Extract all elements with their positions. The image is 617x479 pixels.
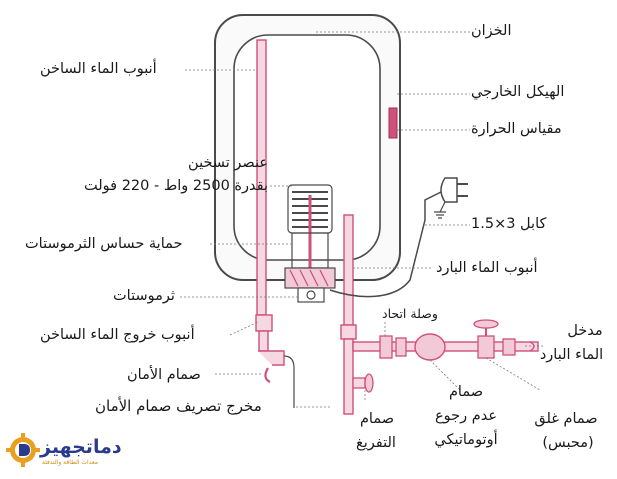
label-hot-pipe: أنبوب الماء الساخن (40, 61, 157, 77)
label-cable: كابل 3×1.5 (471, 216, 547, 232)
leader-lines (180, 31, 545, 408)
label-thermostat: ثرموستات (113, 288, 175, 304)
label-heating-element-1: عنصر تسخين (188, 155, 268, 171)
label-safety-drain: مخرج تصريف صمام الأمان (95, 397, 262, 415)
temperature-gauge (388, 107, 398, 139)
power-plug (434, 177, 468, 219)
label-cold-inlet-1: مدخل (567, 323, 603, 339)
power-cable (329, 189, 446, 298)
label-union: وصلة اتحاد (382, 306, 438, 321)
label-safety-valve: صمام الأمان (127, 367, 201, 383)
label-sensor-protection: حماية حساس الثرموستات (25, 236, 183, 252)
label-drain-valve-1: صمام (359, 411, 395, 427)
label-heating-element-2: بقدرة 2500 واط - 220 فولت (84, 178, 268, 194)
label-temp-gauge: مقياس الحرارة (471, 121, 562, 137)
inner-tank (233, 34, 381, 261)
thermostat-block (284, 267, 336, 303)
logo-text: دماتجهيز (40, 436, 122, 458)
label-check-valve-1: صمام (448, 384, 484, 400)
cold-inlet-assembly (340, 319, 539, 415)
label-tank: الخزان (471, 23, 512, 39)
label-cold-inlet-2: الماء البارد (539, 347, 604, 363)
brand-logo: دماتجهيز معدات الطاقة والتدفئة (6, 432, 134, 472)
label-hot-outlet: أنبوب خروج الماء الساخن (40, 327, 195, 343)
label-drain-valve-2: التفريغ (356, 435, 396, 451)
label-check-valve-2: عدم رجوع (435, 408, 497, 424)
label-shutoff-valve-1: صمام غلق (534, 411, 598, 427)
cold-water-pipe (343, 214, 354, 326)
hot-outlet-assembly (255, 314, 295, 408)
label-shutoff-valve-2: (محبس) (542, 435, 594, 451)
label-check-valve-3: أوتوماتيكي (434, 432, 498, 448)
label-cold-pipe: أنبوب الماء البارد (436, 260, 538, 276)
logo-subtitle: معدات الطاقة والتدفئة (42, 459, 98, 466)
gear-icon (6, 433, 40, 467)
label-outer-body: الهيكل الخارجي (471, 84, 565, 100)
